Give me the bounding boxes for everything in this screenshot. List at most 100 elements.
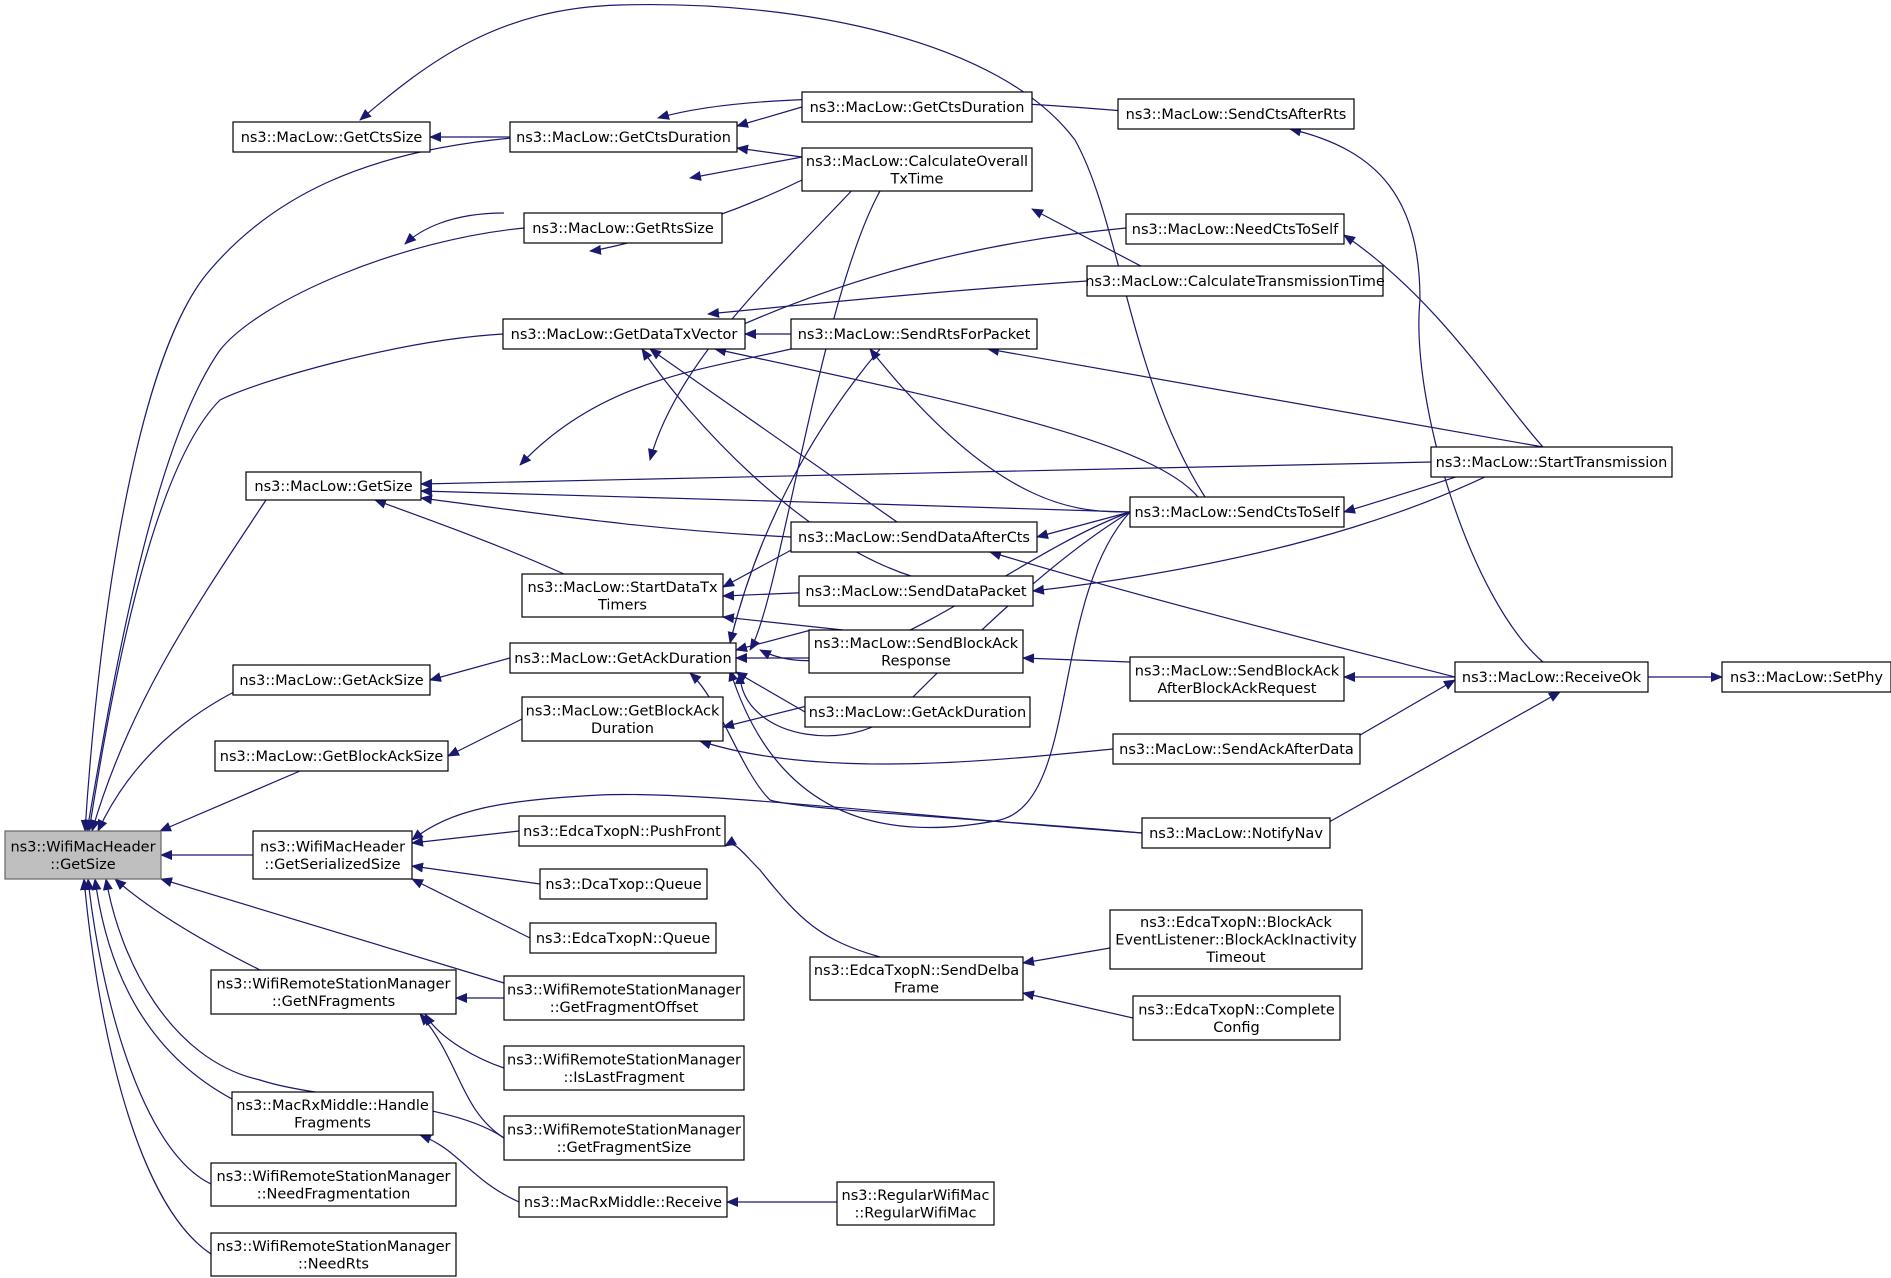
graph-node[interactable]: ns3::MacLow::GetCtsSize	[232, 121, 431, 153]
graph-node[interactable]: ns3::MacLow::SendRtsForPacket	[790, 318, 1038, 350]
graph-node[interactable]: ns3::WifiRemoteStationManager::NeedRts	[210, 1232, 457, 1277]
node-box[interactable]	[1112, 733, 1361, 765]
graph-node[interactable]: ns3::MacLow::GetCtsDuration	[509, 121, 738, 153]
graph-node[interactable]: ns3::MacLow::GetRtsSize	[523, 212, 723, 244]
node-box[interactable]	[503, 975, 745, 1021]
node-box[interactable]	[523, 212, 723, 244]
graph-node[interactable]: ns3::MacLow::SendAckAfterData	[1112, 733, 1361, 765]
node-box[interactable]	[798, 575, 1034, 607]
node-box[interactable]	[808, 629, 1024, 674]
node-box[interactable]	[503, 1045, 745, 1091]
call-edge	[736, 144, 803, 158]
graph-node[interactable]: ns3::DcaTxop::Queue	[539, 868, 708, 900]
node-box[interactable]	[210, 1162, 457, 1207]
graph-node[interactable]: ns3::WifiMacHeader::GetSize	[4, 830, 162, 880]
graph-node[interactable]: ns3::MacLow::ReceiveOk	[1454, 661, 1649, 693]
node-box[interactable]	[509, 121, 738, 153]
graph-node[interactable]: ns3::MacLow::SendDataPacket	[798, 575, 1034, 607]
graph-node[interactable]: ns3::RegularWifiMac::RegularWifiMac	[836, 1181, 995, 1226]
graph-node[interactable]: ns3::EdcaTxopN::BlockAckEventListener::B…	[1109, 909, 1363, 970]
graph-node[interactable]: ns3::MacLow::StartTransmission	[1430, 446, 1673, 478]
node-box[interactable]	[502, 318, 746, 350]
graph-node[interactable]: ns3::EdcaTxopN::Queue	[529, 922, 717, 954]
node-box[interactable]	[1454, 661, 1649, 693]
node-box[interactable]	[231, 1091, 434, 1136]
graph-node[interactable]: ns3::MacLow::NeedCtsToSelf	[1125, 213, 1345, 245]
node-box[interactable]	[539, 868, 708, 900]
node-label: Config	[1213, 1020, 1260, 1036]
graph-node[interactable]: ns3::MacLow::CalculateTransmissionTime	[1085, 265, 1385, 297]
node-label: ns3::MacLow::CalculateOverall	[806, 154, 1028, 170]
node-box[interactable]	[210, 969, 457, 1015]
graph-node[interactable]: ns3::MacLow::SetPhy	[1721, 661, 1891, 693]
graph-node[interactable]: ns3::WifiRemoteStationManager::GetFragme…	[503, 1115, 745, 1161]
graph-node[interactable]: ns3::MacLow::GetAckDuration	[804, 696, 1031, 728]
graph-node[interactable]: ns3::MacLow::GetDataTxVector	[502, 318, 746, 350]
node-box[interactable]	[245, 471, 422, 501]
graph-node[interactable]: ns3::MacLow::SendCtsToSelf	[1129, 496, 1345, 528]
node-box[interactable]	[804, 696, 1031, 728]
root-node-box[interactable]	[4, 830, 162, 880]
graph-node[interactable]: ns3::MacLow::SendDataAfterCts	[790, 521, 1038, 553]
node-box[interactable]	[252, 830, 413, 880]
graph-node[interactable]: ns3::MacLow::GetBlockAckSize	[214, 740, 449, 772]
call-edge	[80, 878, 212, 1255]
graph-node[interactable]: ns3::MacLow::GetCtsDuration	[801, 91, 1033, 123]
node-box[interactable]	[521, 573, 724, 618]
node-box[interactable]	[232, 121, 431, 153]
node-box[interactable]	[518, 815, 726, 847]
graph-node[interactable]: ns3::MacLow::SendBlockAckAfterBlockAckRe…	[1129, 656, 1345, 702]
graph-node[interactable]: ns3::MacLow::NotifyNav	[1141, 817, 1331, 849]
node-box[interactable]	[503, 1115, 745, 1161]
node-box[interactable]	[1141, 817, 1331, 849]
graph-node[interactable]: ns3::EdcaTxopN::PushFront	[518, 815, 726, 847]
node-label: ::GetSize	[50, 857, 115, 873]
node-box[interactable]	[836, 1181, 995, 1226]
graph-node[interactable]: ns3::WifiRemoteStationManager::IsLastFra…	[503, 1045, 745, 1091]
node-box[interactable]	[1109, 909, 1363, 970]
node-box[interactable]	[232, 664, 431, 696]
node-box[interactable]	[1721, 661, 1891, 693]
call-edge	[91, 878, 233, 1100]
graph-node[interactable]: ns3::WifiRemoteStationManager::NeedFragm…	[210, 1162, 457, 1207]
node-box[interactable]	[1132, 995, 1341, 1041]
graph-node[interactable]: ns3::MacLow::GetSize	[245, 471, 422, 501]
node-box[interactable]	[790, 318, 1038, 350]
graph-node[interactable]: ns3::WifiRemoteStationManager::GetNFragm…	[210, 969, 457, 1015]
node-box[interactable]	[509, 642, 737, 674]
node-box[interactable]	[210, 1232, 457, 1277]
node-box[interactable]	[1129, 656, 1345, 702]
node-box[interactable]	[801, 91, 1033, 123]
node-box[interactable]	[1129, 496, 1345, 528]
call-edge	[648, 159, 881, 461]
node-box[interactable]	[790, 521, 1038, 553]
graph-node[interactable]: ns3::MacLow::SendCtsAfterRts	[1117, 98, 1355, 130]
node-box[interactable]	[521, 696, 724, 742]
node-box[interactable]	[809, 956, 1024, 1001]
node-box[interactable]	[214, 740, 449, 772]
call-edge	[411, 793, 1143, 841]
node-box[interactable]	[529, 922, 717, 954]
graph-node[interactable]: ns3::MacRxMiddle::Receive	[518, 1186, 728, 1218]
node-box[interactable]	[1086, 265, 1384, 297]
graph-node[interactable]: ns3::WifiRemoteStationManager::GetFragme…	[503, 975, 745, 1021]
call-edge	[689, 227, 1127, 350]
call-edge	[727, 348, 881, 644]
node-box[interactable]	[1125, 213, 1345, 245]
node-box[interactable]	[1117, 98, 1355, 130]
call-edge	[102, 878, 505, 1139]
node-box[interactable]	[801, 147, 1033, 192]
graph-node[interactable]: ns3::MacLow::GetAckDuration	[509, 642, 737, 674]
node-box[interactable]	[518, 1186, 728, 1218]
node-box[interactable]	[1430, 446, 1673, 478]
graph-node[interactable]: ns3::WifiMacHeader::GetSerializedSize	[252, 830, 413, 880]
node-label: ns3::MacLow::StartTransmission	[1436, 455, 1668, 471]
graph-node[interactable]: ns3::MacLow::GetAckSize	[232, 664, 431, 696]
